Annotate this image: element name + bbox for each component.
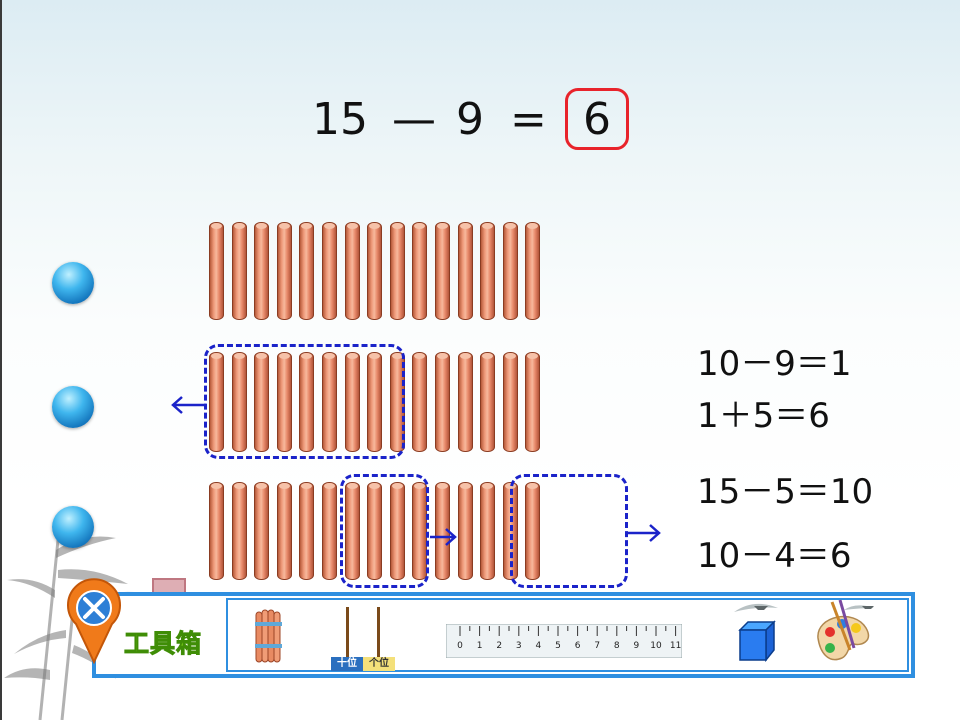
ruler-number: 5 <box>555 641 561 651</box>
counting-stick <box>525 222 541 320</box>
counting-stick <box>367 352 383 452</box>
toolbox-tools-panel <box>226 598 909 672</box>
calc-line: 15－5＝10 <box>697 472 874 512</box>
calc-line: 1＋5＝6 <box>697 396 830 436</box>
arrow-left-icon <box>171 396 206 414</box>
counting-stick <box>276 482 292 580</box>
counting-stick <box>412 222 428 320</box>
ruler-number: 1 <box>477 641 483 651</box>
tools-pin-icon[interactable] <box>64 578 124 664</box>
toolbox-label: 工具箱 <box>123 629 203 659</box>
blue-bullet-icon[interactable] <box>52 262 94 304</box>
counting-stick <box>344 222 360 320</box>
counting-stick <box>254 222 270 320</box>
group-box-four <box>340 474 429 588</box>
counting-stick <box>231 222 247 320</box>
counting-stick <box>435 352 450 452</box>
counting-stick <box>457 352 473 452</box>
boat-scenery-icon <box>734 603 874 612</box>
blue-bullet-icon[interactable] <box>52 506 94 548</box>
counting-stick <box>209 222 224 320</box>
counting-stick <box>412 352 428 452</box>
calc-line: 10－9＝1 <box>697 344 852 384</box>
ruler-number: 10 <box>650 641 662 651</box>
equation-minuend: 15 <box>312 94 368 145</box>
ruler-icon[interactable]: 0 1 2 3 4 5 6 7 8 9 10 11 <box>446 624 682 658</box>
ruler-number: 9 <box>634 641 640 651</box>
ruler-number: 0 <box>457 641 463 651</box>
ruler-number: 4 <box>536 641 542 651</box>
counting-stick <box>480 482 496 580</box>
counting-stick <box>299 352 315 452</box>
equation-subtrahend: 9 <box>456 94 484 145</box>
group-box-ten <box>204 344 405 459</box>
stick-bundle-icon[interactable] <box>254 608 284 664</box>
counting-stick <box>502 222 518 320</box>
counting-stick <box>209 482 224 580</box>
counting-stick <box>254 482 270 580</box>
slide-left-border <box>0 0 2 720</box>
counting-stick <box>480 222 496 320</box>
counting-stick <box>435 222 450 320</box>
counting-stick <box>367 482 383 580</box>
equation-operator: — <box>392 94 436 145</box>
counting-stick <box>502 352 518 452</box>
counting-stick <box>322 482 337 580</box>
counting-stick <box>231 482 247 580</box>
ruler-number: 8 <box>614 641 620 651</box>
counting-stick <box>457 222 473 320</box>
answer-box[interactable]: 6 <box>565 88 629 150</box>
counting-stick <box>525 352 541 452</box>
counting-stick <box>276 222 292 320</box>
ruler-number: 11 <box>670 641 681 651</box>
counting-stick <box>525 482 541 580</box>
counting-stick <box>299 482 315 580</box>
counting-stick <box>344 352 360 452</box>
abacus-tens-label: 十位 <box>331 657 363 671</box>
equation-answer: 6 <box>583 93 611 145</box>
counting-stick <box>231 352 247 452</box>
abacus-ones-label: 个位 <box>363 657 395 671</box>
calc-line: 10－4＝6 <box>697 536 852 576</box>
counting-stick <box>322 222 337 320</box>
counting-stick <box>389 222 405 320</box>
counting-stick <box>322 352 337 452</box>
paint-palette-icon[interactable] <box>810 598 872 670</box>
counting-stick <box>457 482 473 580</box>
ruler-number: 3 <box>516 641 522 651</box>
counting-stick <box>389 482 405 580</box>
counting-stick <box>367 222 383 320</box>
arrow-right-icon <box>628 524 661 542</box>
arrow-right-icon <box>430 528 457 546</box>
blue-bullet-icon[interactable] <box>52 386 94 428</box>
ruler-number: 6 <box>575 641 581 651</box>
blue-cube-icon[interactable] <box>736 620 776 662</box>
counting-stick <box>299 222 315 320</box>
group-box-five <box>510 474 628 588</box>
counting-stick <box>254 352 270 452</box>
ruler-number: 2 <box>496 641 502 651</box>
ruler-number: 7 <box>594 641 600 651</box>
abacus-icon[interactable]: 十位 个位 <box>329 605 397 671</box>
equation-equals: = <box>510 94 547 145</box>
counting-stick <box>480 352 496 452</box>
counting-stick <box>276 352 292 452</box>
